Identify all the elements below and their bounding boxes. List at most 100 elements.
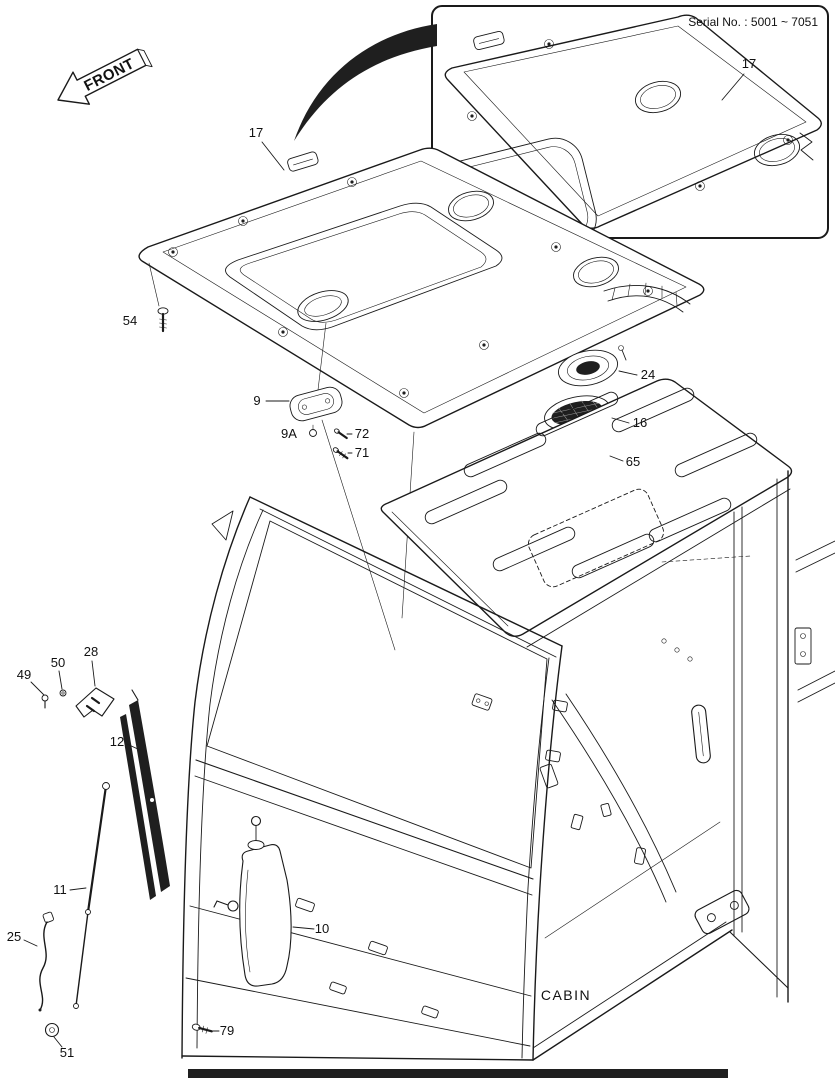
mount-boss-dot bbox=[470, 114, 474, 118]
callout-49-leader bbox=[30, 681, 45, 696]
panel-inner-line bbox=[162, 160, 687, 414]
wiper-bracket-assembly bbox=[41, 687, 115, 718]
inset-panel-outline bbox=[444, 14, 822, 229]
speaker-cone bbox=[576, 361, 600, 375]
callout-10: 10 bbox=[315, 921, 329, 936]
washer-outline bbox=[59, 689, 67, 697]
mount-boss-dot bbox=[241, 219, 245, 223]
callout-24: 24 bbox=[641, 367, 655, 382]
cabin-label: CABIN bbox=[541, 987, 591, 1003]
callout-11: 11 bbox=[53, 882, 67, 897]
skylight-inner bbox=[239, 211, 487, 323]
wall-bracket bbox=[539, 763, 559, 789]
roof-slot bbox=[611, 387, 695, 433]
front-right-pillar-inner bbox=[521, 657, 550, 1059]
latch-outline bbox=[287, 151, 319, 172]
grab-handle bbox=[691, 704, 711, 764]
rear-base-edge bbox=[729, 931, 789, 989]
offframe-line bbox=[797, 670, 835, 691]
callout-50: 50 bbox=[51, 655, 65, 670]
sill-outline bbox=[694, 889, 750, 935]
roof-slot bbox=[648, 497, 732, 543]
roof-rib-slots bbox=[424, 387, 758, 579]
hole-rim bbox=[759, 138, 795, 162]
mount-boss-dot bbox=[281, 330, 285, 334]
wall-bracket bbox=[570, 813, 584, 831]
bracket-outline bbox=[471, 693, 493, 711]
mount-boss-dot bbox=[171, 250, 175, 254]
mount-boss-dot bbox=[646, 289, 650, 293]
callout-17-leader bbox=[261, 141, 285, 171]
front-label: FRONT bbox=[81, 55, 137, 95]
room-lamp-assembly bbox=[289, 322, 415, 651]
callout-9a: 9A bbox=[281, 426, 297, 441]
callout-71: 71 bbox=[355, 445, 369, 460]
screw-body bbox=[337, 431, 348, 440]
rear-flex-bracket bbox=[603, 282, 691, 313]
grommet-hole bbox=[49, 1027, 55, 1033]
bracket-tick bbox=[611, 287, 616, 301]
pump-nipple bbox=[213, 900, 229, 908]
inset-panel-inner-line bbox=[463, 25, 807, 217]
screw-thread bbox=[159, 318, 167, 321]
windshield-glass bbox=[206, 520, 548, 869]
mount-boss bbox=[479, 340, 489, 350]
roof-slot bbox=[674, 432, 758, 478]
mount-boss-dot bbox=[698, 184, 702, 188]
install-dashed-line bbox=[661, 555, 751, 563]
grille-mesh-line bbox=[552, 402, 600, 414]
mount-boss bbox=[544, 39, 554, 49]
mount-boss-dot bbox=[786, 138, 790, 142]
callout-25-leader bbox=[23, 939, 38, 947]
hole-outline bbox=[634, 80, 682, 114]
screw-thread bbox=[159, 322, 167, 325]
mount-boss bbox=[551, 242, 561, 252]
screw-thread bbox=[159, 326, 167, 329]
callout-28-leader bbox=[91, 660, 96, 687]
screw-body bbox=[336, 450, 349, 460]
clip-outline bbox=[309, 429, 317, 437]
roof-slot bbox=[424, 479, 508, 525]
roof-slot bbox=[492, 526, 576, 572]
callout-49: 49 bbox=[17, 667, 31, 682]
lamp-screw-hole bbox=[301, 404, 307, 410]
mount-boss bbox=[783, 135, 793, 145]
mount-boss bbox=[347, 177, 357, 187]
wiper-assembly bbox=[73, 689, 170, 1009]
mount-boss-dot bbox=[482, 343, 486, 347]
roof-slot bbox=[535, 391, 619, 437]
grommet-51 bbox=[44, 1022, 60, 1038]
hose-connector bbox=[42, 911, 54, 924]
callout-12: 12 bbox=[110, 734, 124, 749]
hole-rim bbox=[304, 295, 342, 317]
front-vent bbox=[421, 1005, 439, 1019]
plate-hole bbox=[800, 651, 806, 657]
speaker-hole-top bbox=[448, 190, 494, 222]
speaker-mid bbox=[567, 355, 609, 381]
side-top-rail-inner bbox=[526, 488, 791, 648]
door-hinge bbox=[545, 749, 561, 763]
mount-boss bbox=[238, 216, 248, 226]
latch-outline bbox=[473, 30, 505, 51]
a-pillar-left bbox=[181, 496, 251, 1059]
hole-rim bbox=[640, 85, 676, 109]
front-vent bbox=[368, 940, 388, 956]
washer-hole bbox=[61, 691, 65, 695]
lamp-leader-down bbox=[321, 419, 396, 651]
panel-mount-bosses bbox=[168, 177, 653, 398]
mount-boss-dot bbox=[554, 245, 558, 249]
side-bottom-edge-inner bbox=[532, 921, 727, 1049]
lamp-body bbox=[289, 386, 343, 422]
bracket-curve bbox=[603, 285, 691, 305]
interior-floor-line bbox=[544, 821, 721, 939]
wiper-blade bbox=[129, 700, 170, 892]
leader-line bbox=[148, 262, 160, 307]
callout-labels: 17 54 9 9A 72 71 24 16 65 49 50 28 12 11… bbox=[7, 125, 655, 1060]
screw-49 bbox=[41, 694, 49, 709]
callout-10-leader bbox=[292, 926, 315, 930]
callout-79: 79 bbox=[220, 1023, 234, 1038]
arm-pivot bbox=[73, 1003, 79, 1009]
screw-thread bbox=[205, 1027, 208, 1034]
roof-edge-inner bbox=[391, 511, 509, 627]
